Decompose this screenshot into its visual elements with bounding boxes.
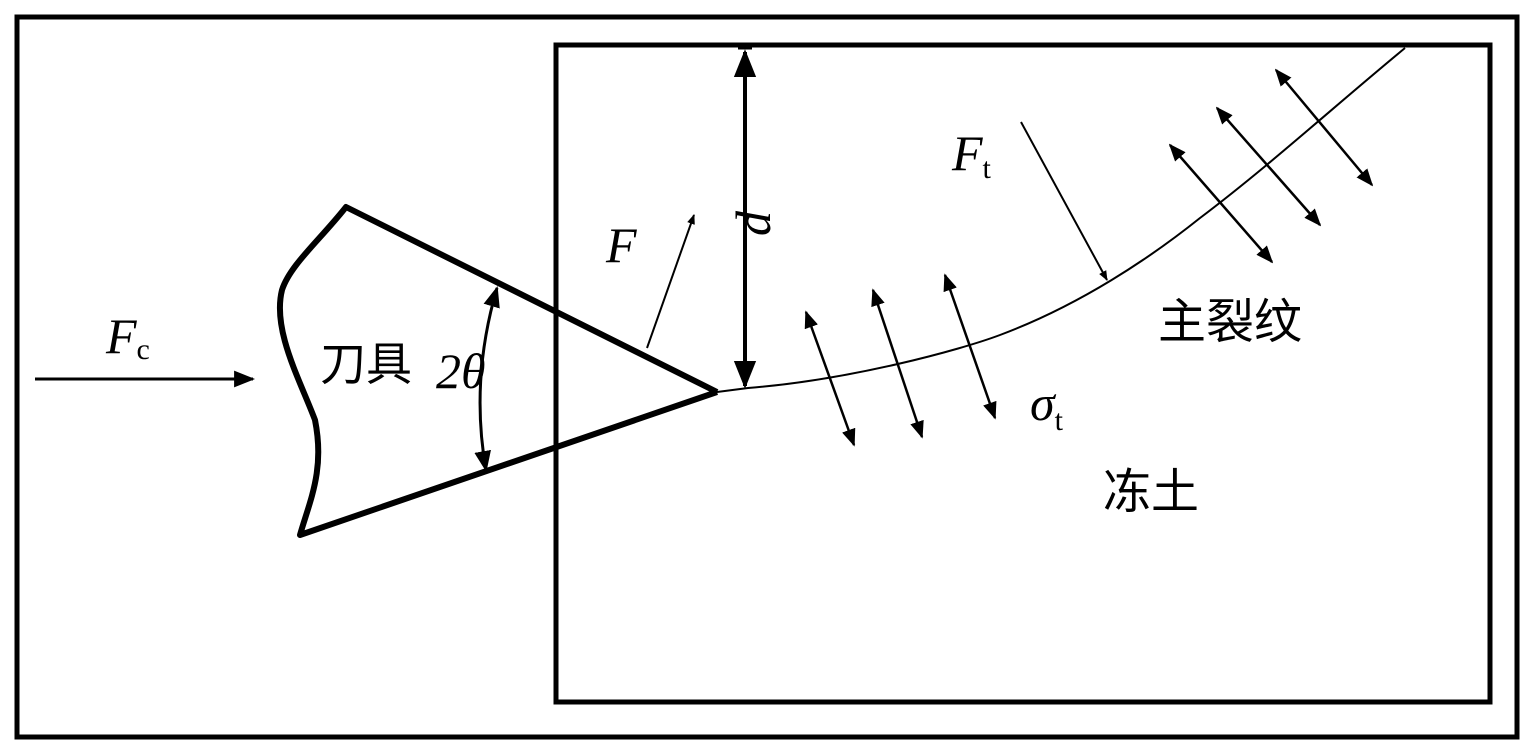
cutting-tool-outline — [276, 204, 719, 538]
tensile-stress-arrow — [804, 310, 856, 447]
outer-frame — [14, 14, 1520, 740]
tensile-stress-arrow — [943, 273, 997, 420]
tool-label: 刀具 — [320, 337, 412, 391]
tensile-stress-arrow — [1215, 106, 1322, 227]
wedge-angle-label: 2θ — [436, 343, 486, 399]
depth-label: d — [725, 210, 781, 236]
main-crack-label: 主裂纹 — [1158, 294, 1302, 350]
frozen-soil-label: 冻土 — [1103, 464, 1199, 520]
tangential-force-arrow — [1020, 121, 1108, 281]
normal-force-label: F — [605, 217, 637, 273]
tensile-stress-arrow — [1168, 143, 1274, 264]
tensile-stress-arrow — [1274, 68, 1374, 187]
normal-force-arrow — [646, 214, 695, 349]
tensile-stress-arrow — [871, 288, 924, 439]
tangential-force-label: Ft — [951, 125, 992, 185]
tensile-stress-label: σt — [1030, 375, 1064, 437]
frozen-soil-box — [553, 42, 1493, 705]
wedge-angle-arc — [474, 285, 500, 473]
cutting-force-label: Fc — [105, 308, 150, 366]
